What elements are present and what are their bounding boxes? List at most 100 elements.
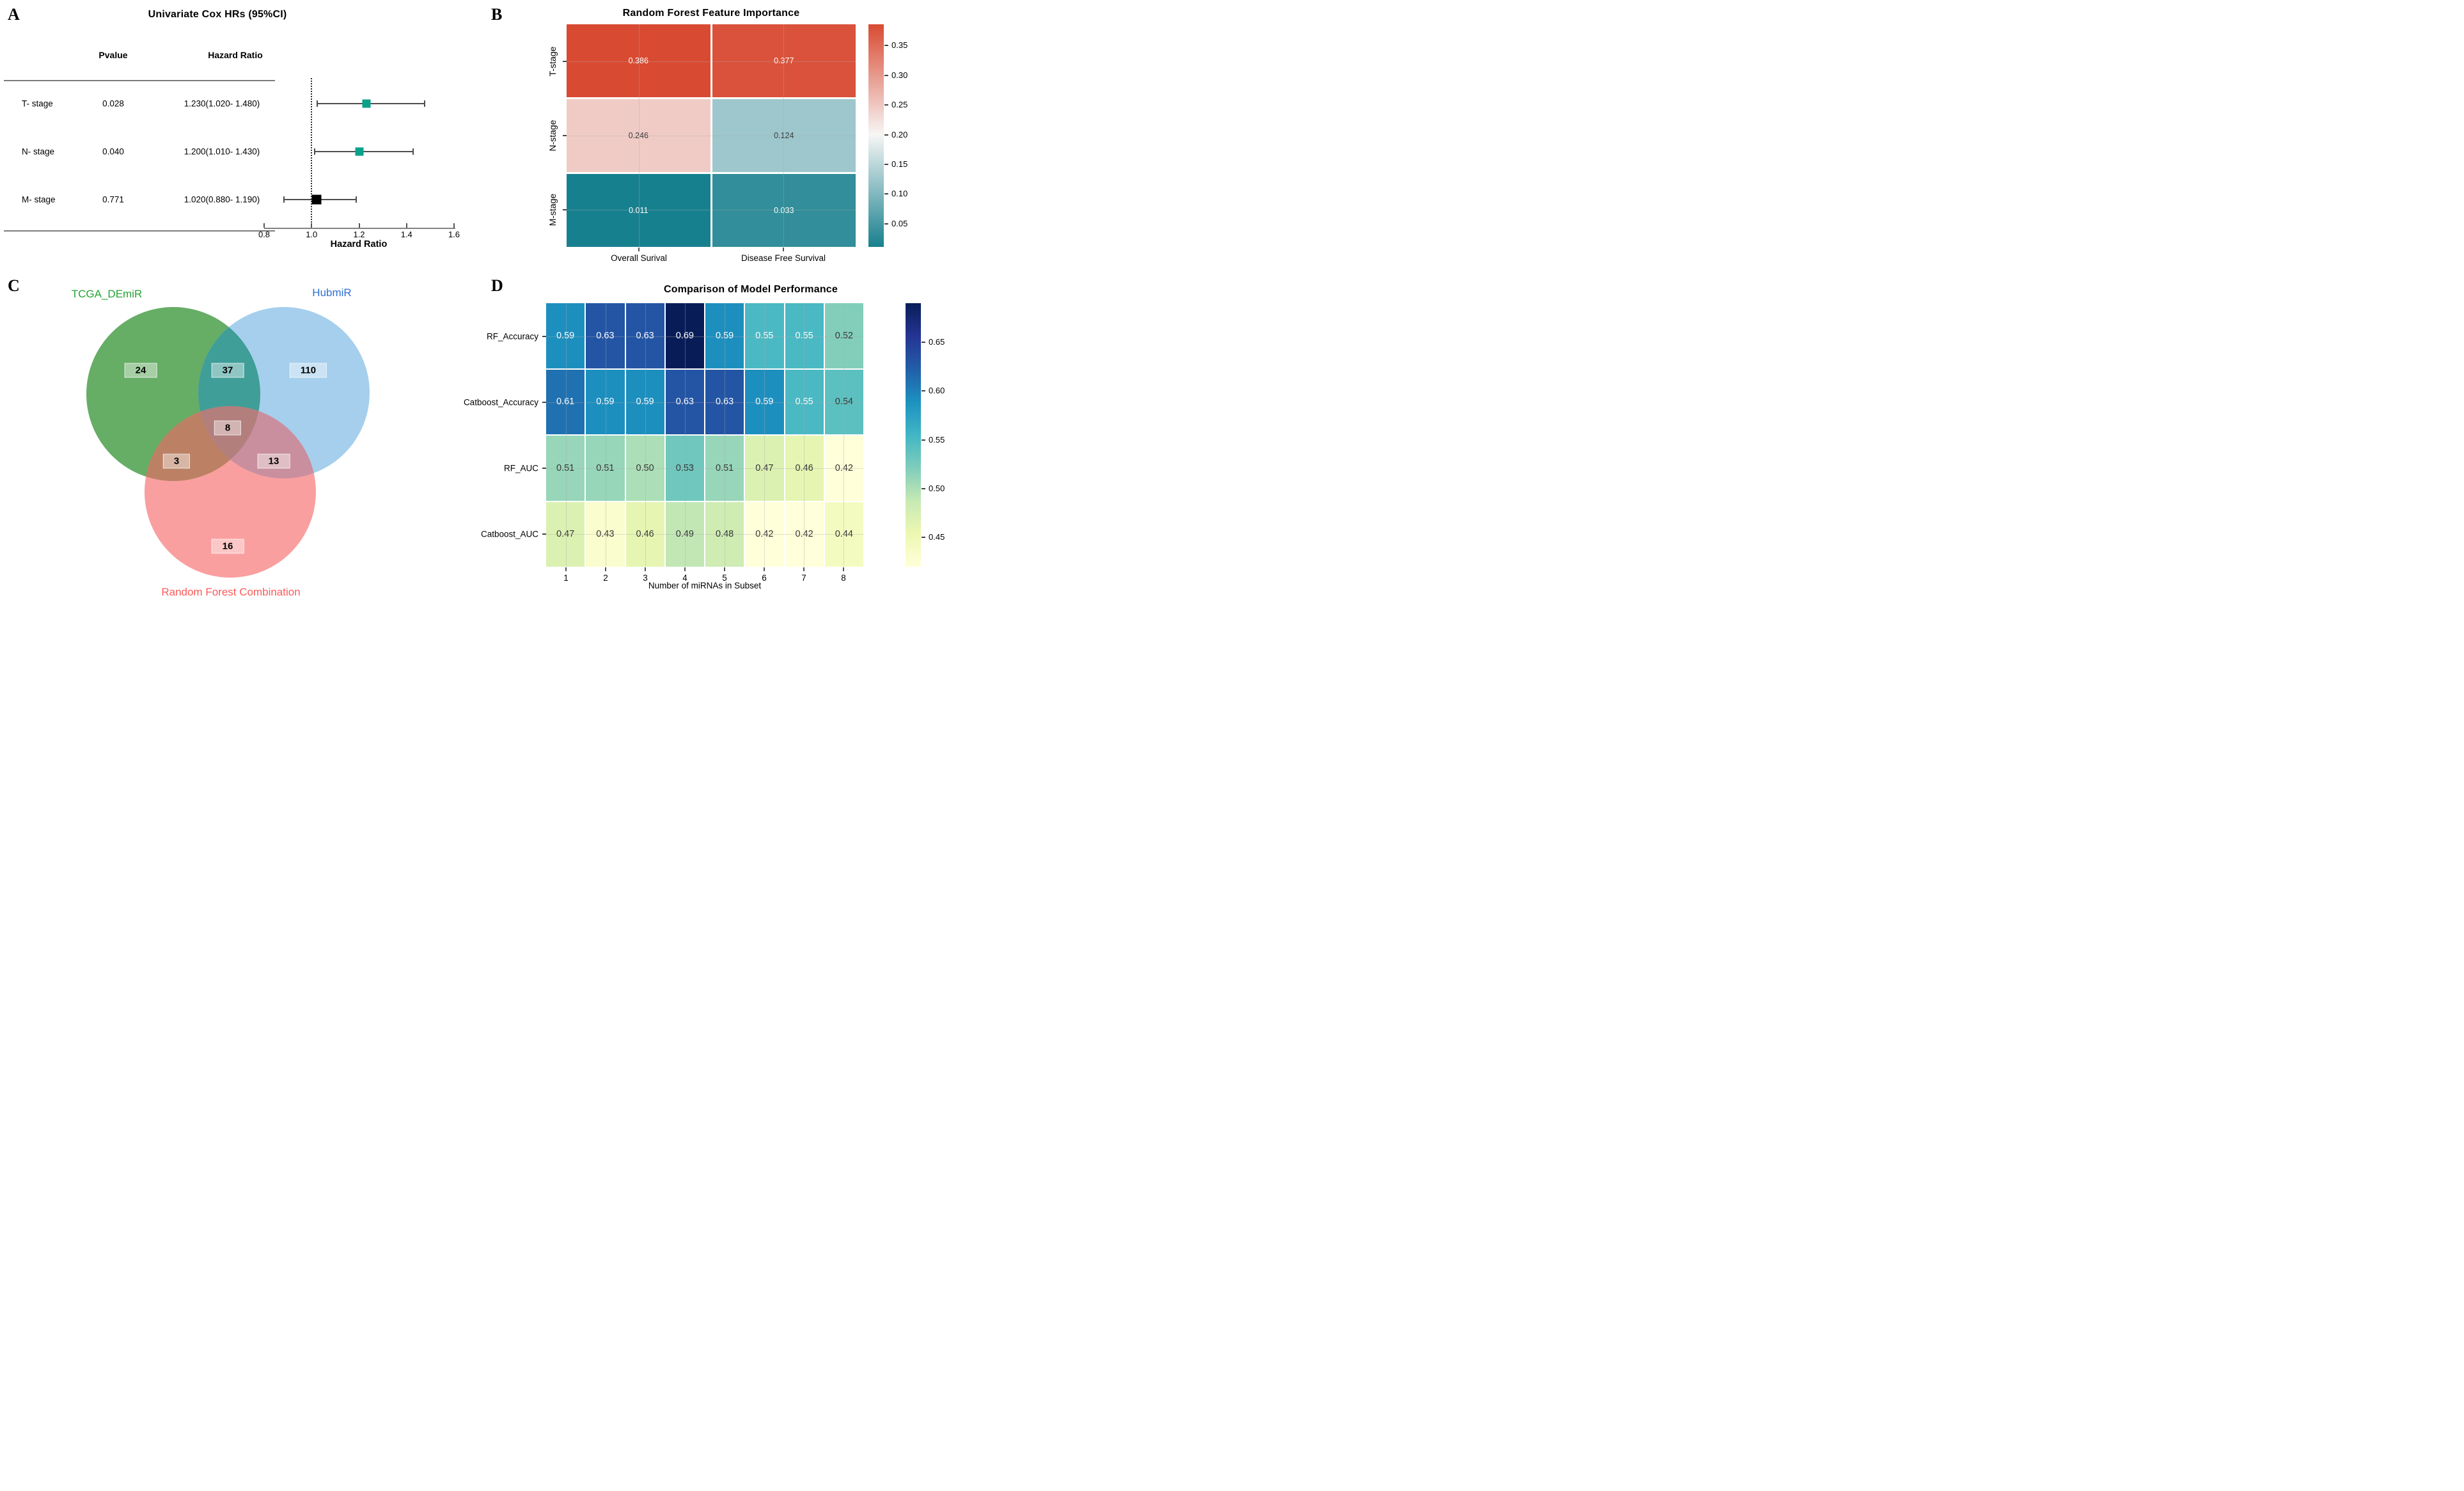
heatmap-col-tick	[764, 567, 765, 571]
heatmap-col-label: 3	[643, 573, 648, 583]
heatmap-cell: 0.43	[586, 501, 625, 567]
forest-x-tick-label: 1.6	[448, 230, 460, 239]
heatmap-row-label: Catboost_AUC	[480, 529, 538, 539]
panel-d-title: Comparison of Model Performance	[663, 284, 838, 295]
forest-x-tick	[311, 223, 313, 228]
heatmap-col-label: 6	[762, 573, 767, 583]
venn-count: 16	[211, 539, 244, 554]
heatmap-row-label: Catboost_Accuracy	[463, 397, 538, 407]
colorbar-tick-label: 0.35	[891, 40, 908, 51]
heatmap-cell-value: 0.42	[755, 529, 774, 540]
heatmap-row-tick	[542, 401, 546, 403]
heatmap-cell-value: 0.43	[596, 529, 615, 540]
venn-count: 13	[257, 454, 290, 469]
heatmap-col-tick	[565, 567, 567, 571]
heatmap-cell-value: 0.55	[755, 330, 774, 341]
heatmap-cell: 0.46	[785, 436, 824, 501]
heatmap-gridline-v	[764, 303, 765, 567]
ci-cap-high	[355, 196, 357, 203]
heatmap-cell-value: 0.51	[596, 462, 615, 473]
panel-b-title: Random Forest Feature Importance	[622, 8, 800, 19]
figure-page: A Univariate Cox HRs (95%CI) Pvalue Haza…	[0, 0, 985, 596]
heatmap-gridline-v	[685, 303, 686, 567]
hr-square-marker	[362, 99, 371, 108]
colorbar-tick-label: 0.50	[929, 483, 945, 493]
forest-row-hr-text: 1.020(0.880- 1.190)	[184, 194, 260, 205]
heatmap-row-tick	[563, 209, 567, 210]
heatmap-cell: 0.124	[712, 99, 856, 172]
heatmap-col-label: Disease Free Survival	[741, 253, 826, 263]
heatmap-cell: 0.63	[586, 303, 625, 368]
heatmap-cell-value: 0.42	[795, 529, 813, 540]
heatmap-cell-value: 0.55	[795, 397, 813, 407]
heatmap-col-tick	[843, 567, 844, 571]
heatmap-gridline-h	[546, 336, 863, 337]
heatmap-cell-value: 0.63	[636, 330, 654, 341]
heatmap-cell-value: 0.63	[596, 330, 615, 341]
heatmap-cell-value: 0.59	[716, 330, 734, 341]
heatmap-cell-value: 0.49	[675, 529, 694, 540]
heatmap-cell-value: 0.377	[774, 56, 794, 65]
heatmap-cell: 0.033	[712, 174, 856, 247]
colorbar-tick-label: 0.30	[891, 70, 908, 80]
heatmap-cell-value: 0.47	[755, 462, 774, 473]
heatmap-gridline-h	[546, 468, 863, 469]
heatmap-cell-value: 0.44	[835, 529, 853, 540]
heatmap-col-tick	[724, 567, 725, 571]
heatmap-cell: 0.53	[665, 436, 704, 501]
forest-x-tick-label: 0.8	[258, 230, 271, 239]
heatmap-cell-value: 0.011	[629, 206, 648, 215]
venn-svg	[86, 307, 370, 578]
heatmap-cell: 0.59	[546, 303, 585, 368]
heatmap-row-tick	[542, 467, 546, 469]
heatmap-cell-value: 0.63	[675, 397, 694, 407]
heatmap-cell-value: 0.386	[628, 56, 648, 65]
colorbar-tick-label: 0.25	[891, 100, 908, 110]
heatmap-cell-value: 0.59	[556, 330, 575, 341]
reference-line-hr1	[311, 78, 313, 225]
ci-cap-low	[316, 100, 318, 107]
heatmap-cell: 0.59	[625, 369, 664, 434]
col-header-pvalue: Pvalue	[98, 50, 128, 60]
colorbar-tick	[884, 193, 888, 195]
table-top-rule	[4, 80, 275, 81]
ci-cap-low	[283, 196, 285, 203]
heatmap-cell: 0.69	[665, 303, 704, 368]
heatmap-gridline-h	[567, 61, 856, 62]
colorbar-tick	[884, 45, 888, 47]
heatmap-gridline-h	[546, 402, 863, 403]
panel-a-letter: A	[8, 5, 20, 24]
heatmap-cell: 0.46	[625, 501, 664, 567]
forest-x-axis	[264, 228, 455, 229]
heatmap-cell-value: 0.63	[716, 397, 734, 407]
heatmap-gridline-v	[566, 303, 567, 567]
colorbar-tick	[922, 487, 925, 489]
forest-row-hr-text: 1.230(1.020- 1.480)	[184, 99, 260, 109]
b-heatmap-colorbar	[868, 24, 884, 247]
heatmap-cell: 0.54	[824, 369, 863, 434]
forest-x-tick	[358, 223, 360, 228]
heatmap-row-label: RF_AUC	[503, 463, 538, 473]
heatmap-cell: 0.246	[567, 99, 710, 172]
heatmap-col-tick	[638, 248, 640, 251]
heatmap-row-tick	[563, 61, 567, 62]
heatmap-row-label: N-stage	[547, 120, 558, 152]
venn-count: 3	[162, 454, 191, 469]
heatmap-cell: 0.63	[665, 369, 704, 434]
heatmap-row-label: M-stage	[547, 193, 558, 226]
colorbar-tick-label: 0.10	[891, 189, 908, 199]
heatmap-cell: 0.51	[586, 436, 625, 501]
heatmap-cell: 0.55	[745, 303, 784, 368]
colorbar-tick	[884, 223, 888, 225]
heatmap-cell: 0.42	[824, 436, 863, 501]
forest-row-label: M- stage	[22, 194, 56, 205]
heatmap-row-label: RF_Accuracy	[486, 331, 538, 341]
heatmap-cell: 0.51	[705, 436, 744, 501]
heatmap-col-label: 1	[563, 573, 569, 583]
heatmap-cell-value: 0.61	[556, 397, 575, 407]
heatmap-cell: 0.55	[785, 303, 824, 368]
heatmap-cell: 0.59	[586, 369, 625, 434]
forest-row-pvalue: 0.771	[102, 194, 124, 205]
